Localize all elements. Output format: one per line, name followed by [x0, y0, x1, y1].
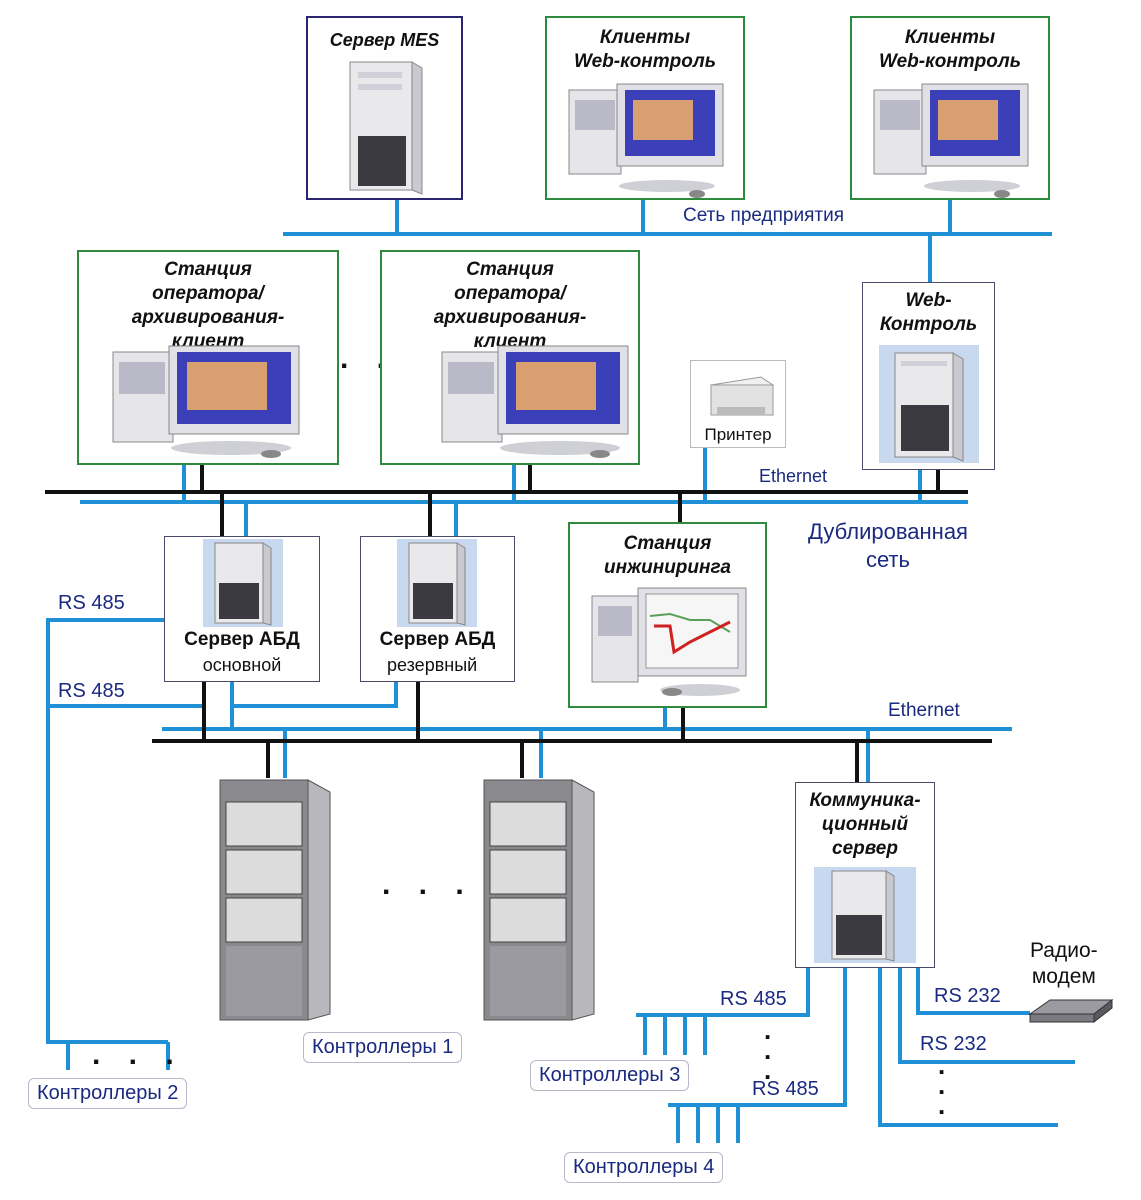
- workstation-icon: [873, 83, 1029, 198]
- rs485-lower-label: RS 485: [58, 680, 125, 702]
- ctrl3-ellipsis: . . .: [764, 1015, 772, 1085]
- workstation-icon: [441, 345, 629, 458]
- controllers-4-label: Контроллеры 4: [564, 1152, 724, 1183]
- printer-box: Принтер: [690, 360, 786, 448]
- abd-server-backup-label: Сервер АБД: [379, 629, 496, 650]
- rs485-ctrl4-label: RS 485: [752, 1078, 819, 1100]
- rs485-upper-line: [46, 618, 168, 1044]
- cabinets-ellipsis: . . .: [382, 868, 474, 901]
- comm-server-box: Коммуника- ционный сервер: [795, 782, 935, 968]
- ethernet-bottom-label: Ethernet: [888, 700, 960, 721]
- server-tower-icon: [879, 345, 979, 463]
- redundant-network-label: Дублированная сеть: [808, 519, 968, 572]
- controllers-2-label: Контроллеры 2: [28, 1078, 188, 1109]
- controllers-1-label: Контроллеры 1: [303, 1032, 463, 1063]
- ethernet-top-label: Ethernet: [759, 466, 828, 486]
- controller-cabinet-icon: [483, 779, 595, 1021]
- web-control-box: Web- Контроль: [862, 282, 995, 470]
- operator-station-2-label: Станция оператора/архивирования- клиент: [433, 259, 587, 352]
- controller-cabinet-icon: [219, 779, 331, 1021]
- enterprise-network-label: Сеть предприятия: [683, 205, 844, 226]
- controllers-3-label: Контроллеры 3: [530, 1060, 690, 1091]
- rs232-2-label: RS 232: [920, 1033, 987, 1055]
- mes-server-label: Сервер MES: [329, 30, 440, 50]
- printer-icon: [709, 376, 775, 416]
- radio-modem-icon: [1028, 998, 1114, 1024]
- rs232-1-label: RS 232: [934, 985, 1001, 1007]
- abd-server-main-label: Сервер АБД: [184, 629, 300, 650]
- engineering-workstation-icon: [591, 587, 747, 696]
- radio-modem-label: Радио- модем: [1030, 939, 1098, 988]
- web-control-label: Web- Контроль: [879, 290, 978, 335]
- rs232-ellipsis: . . .: [938, 1050, 946, 1120]
- abd-server-main-box: Сервер АБД основной: [164, 536, 320, 682]
- workstation-icon: [568, 83, 724, 198]
- comm-server-label: Коммуника- ционный сервер: [809, 790, 921, 859]
- web-clients-2-label: Клиенты Web-контроль: [878, 27, 1021, 72]
- mes-server-box: Сервер MES: [306, 16, 463, 200]
- operator-station-2-box: Станция оператора/архивирования- клиент: [380, 250, 640, 465]
- abd-server-backup-box: Сервер АБД резервный: [360, 536, 515, 682]
- workstation-icon: [112, 345, 300, 458]
- web-clients-2-box: Клиенты Web-контроль: [850, 16, 1050, 200]
- rs485-ctrl3-label: RS 485: [720, 988, 787, 1010]
- server-tower-icon: [814, 867, 916, 963]
- web-clients-1-label: Клиенты Web-контроль: [573, 27, 716, 72]
- web-clients-1-box: Клиенты Web-контроль: [545, 16, 745, 200]
- server-tower-icon: [349, 61, 423, 195]
- server-tower-icon: [397, 539, 477, 627]
- ctrl2-ellipsis: . . .: [92, 1038, 184, 1071]
- engineering-station-box: Станция инжиниринга: [568, 522, 767, 708]
- rs485-upper-label: RS 485: [58, 592, 125, 614]
- abd-server-backup-sub: резервный: [387, 655, 478, 675]
- operator-station-1-box: Станция оператора/архивирования- клиент: [77, 250, 339, 465]
- printer-label: Принтер: [704, 425, 772, 444]
- abd-server-main-sub: основной: [202, 655, 282, 675]
- server-tower-icon: [203, 539, 283, 627]
- engineering-station-label: Станция инжиниринга: [604, 533, 731, 578]
- operator-station-1-label: Станция оператора/архивирования- клиент: [131, 259, 285, 352]
